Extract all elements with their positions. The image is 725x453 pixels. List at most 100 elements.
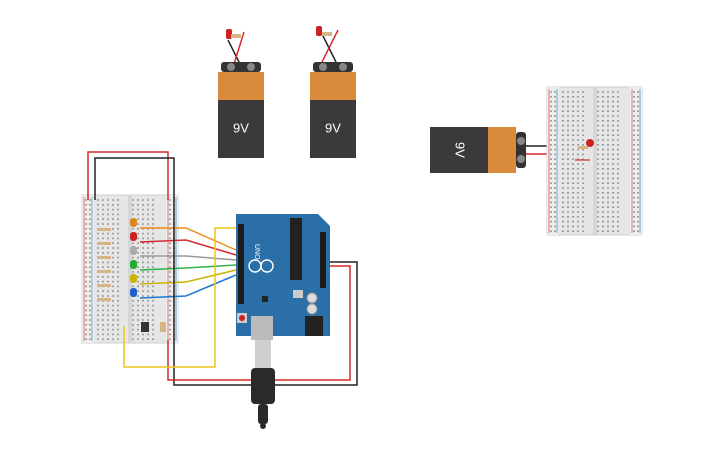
breadboard-hole[interactable] bbox=[572, 172, 574, 175]
breadboard-hole[interactable] bbox=[85, 223, 87, 225]
breadboard-hole[interactable] bbox=[147, 314, 149, 316]
breadboard-hole[interactable] bbox=[112, 276, 114, 278]
breadboard-hole[interactable] bbox=[97, 266, 99, 268]
breadboard-hole[interactable] bbox=[147, 309, 149, 312]
breadboard-hole[interactable] bbox=[554, 216, 556, 218]
breadboard-hole[interactable] bbox=[612, 129, 614, 132]
breadboard-hole[interactable] bbox=[85, 252, 87, 254]
breadboard-hole[interactable] bbox=[554, 124, 556, 127]
breadboard-hole[interactable] bbox=[137, 247, 139, 249]
breadboard-hole[interactable] bbox=[607, 230, 609, 232]
breadboard-hole[interactable] bbox=[633, 91, 635, 93]
breadboard-hole[interactable] bbox=[577, 115, 579, 117]
breadboard-hole[interactable] bbox=[577, 144, 579, 146]
breadboard-hole[interactable] bbox=[607, 225, 609, 228]
breadboard-hole[interactable] bbox=[107, 223, 109, 225]
breadboard-hole[interactable] bbox=[577, 206, 579, 208]
breadboard-hole[interactable] bbox=[567, 110, 569, 112]
breadboard-hole[interactable] bbox=[554, 163, 556, 165]
breadboard-hole[interactable] bbox=[89, 300, 91, 302]
breadboard-hole[interactable] bbox=[637, 201, 639, 204]
breadboard-hole[interactable] bbox=[597, 201, 599, 204]
breadboard-hole[interactable] bbox=[562, 153, 564, 156]
breadboard-hole[interactable] bbox=[577, 182, 579, 184]
breadboard-hole[interactable] bbox=[617, 129, 619, 132]
breadboard-hole[interactable] bbox=[602, 211, 604, 213]
breadboard-hole[interactable] bbox=[597, 120, 599, 122]
breadboard-hole[interactable] bbox=[577, 129, 579, 132]
breadboard-hole[interactable] bbox=[617, 196, 619, 199]
breadboard-hole[interactable] bbox=[577, 148, 579, 151]
breadboard-hole[interactable] bbox=[577, 220, 579, 223]
breadboard-hole[interactable] bbox=[633, 220, 635, 223]
breadboard-hole[interactable] bbox=[137, 213, 139, 216]
breadboard-hole[interactable] bbox=[562, 120, 564, 122]
breadboard-hole[interactable] bbox=[85, 319, 87, 321]
breadboard-hole[interactable] bbox=[554, 100, 556, 103]
breadboard-hole[interactable] bbox=[607, 220, 609, 223]
breadboard-hole[interactable] bbox=[137, 228, 139, 230]
breadboard-hole[interactable] bbox=[147, 256, 149, 259]
breadboard-hole[interactable] bbox=[137, 261, 139, 264]
breadboard-hole[interactable] bbox=[572, 182, 574, 184]
breadboard-hole[interactable] bbox=[607, 201, 609, 204]
breadboard-hole[interactable] bbox=[597, 144, 599, 146]
breadboard-hole[interactable] bbox=[89, 314, 91, 316]
breadboard-hole[interactable] bbox=[617, 124, 619, 127]
breadboard-hole[interactable] bbox=[637, 139, 639, 141]
breadboard-hole[interactable] bbox=[562, 206, 564, 208]
breadboard-hole[interactable] bbox=[582, 139, 584, 141]
breadboard-hole[interactable] bbox=[89, 304, 91, 307]
breadboard-hole[interactable] bbox=[147, 252, 149, 254]
breadboard-hole[interactable] bbox=[117, 276, 119, 278]
usb-cable[interactable] bbox=[251, 340, 275, 429]
breadboard-hole[interactable] bbox=[607, 216, 609, 218]
breadboard-hole[interactable] bbox=[112, 285, 114, 288]
breadboard-hole[interactable] bbox=[132, 204, 134, 206]
breadboard-hole[interactable] bbox=[637, 144, 639, 146]
breadboard-hole[interactable] bbox=[147, 295, 149, 297]
breadboard-hole[interactable] bbox=[107, 324, 109, 326]
breadboard-hole[interactable] bbox=[582, 91, 584, 93]
breadboard-hole[interactable] bbox=[89, 204, 91, 206]
power-wires[interactable] bbox=[87, 151, 358, 386]
breadboard-hole[interactable] bbox=[107, 208, 109, 211]
breadboard-hole[interactable] bbox=[117, 223, 119, 225]
breadboard-hole[interactable] bbox=[142, 338, 144, 340]
breadboard-hole[interactable] bbox=[169, 252, 171, 254]
breadboard-hole[interactable] bbox=[102, 266, 104, 268]
breadboard-hole[interactable] bbox=[562, 225, 564, 228]
breadboard-hole[interactable] bbox=[582, 105, 584, 108]
breadboard-hole[interactable] bbox=[567, 187, 569, 189]
breadboard-hole[interactable] bbox=[142, 276, 144, 278]
breadboard-hole[interactable] bbox=[147, 276, 149, 278]
breadboard-hole[interactable] bbox=[633, 177, 635, 180]
breadboard-hole[interactable] bbox=[582, 124, 584, 127]
breadboard-hole[interactable] bbox=[112, 247, 114, 249]
breadboard-hole[interactable] bbox=[602, 220, 604, 223]
breadboard-hole[interactable] bbox=[85, 300, 87, 302]
breadboard-hole[interactable] bbox=[112, 324, 114, 326]
breadboard-hole[interactable] bbox=[582, 216, 584, 218]
breadboard-hole[interactable] bbox=[602, 163, 604, 165]
breadboard-hole[interactable] bbox=[85, 328, 87, 331]
breadboard-hole[interactable] bbox=[554, 148, 556, 151]
breadboard-hole[interactable] bbox=[169, 271, 171, 273]
battery-9v-top-right[interactable]: 9V bbox=[310, 26, 356, 158]
breadboard-hole[interactable] bbox=[142, 223, 144, 225]
breadboard-hole[interactable] bbox=[137, 333, 139, 336]
breadboard-hole[interactable] bbox=[137, 232, 139, 235]
breadboard-hole[interactable] bbox=[597, 153, 599, 156]
breadboard-hole[interactable] bbox=[637, 115, 639, 117]
breadboard-hole[interactable] bbox=[597, 110, 599, 112]
breadboard-hole[interactable] bbox=[607, 196, 609, 199]
breadboard-hole[interactable] bbox=[577, 163, 579, 165]
breadboard-hole[interactable] bbox=[102, 261, 104, 264]
breadboard-hole[interactable] bbox=[137, 295, 139, 297]
breadboard-hole[interactable] bbox=[137, 252, 139, 254]
breadboard-hole[interactable] bbox=[102, 208, 104, 211]
breadboard-hole[interactable] bbox=[112, 309, 114, 312]
breadboard-hole[interactable] bbox=[633, 134, 635, 136]
breadboard-hole[interactable] bbox=[550, 144, 552, 146]
breadboard-hole[interactable] bbox=[597, 216, 599, 218]
